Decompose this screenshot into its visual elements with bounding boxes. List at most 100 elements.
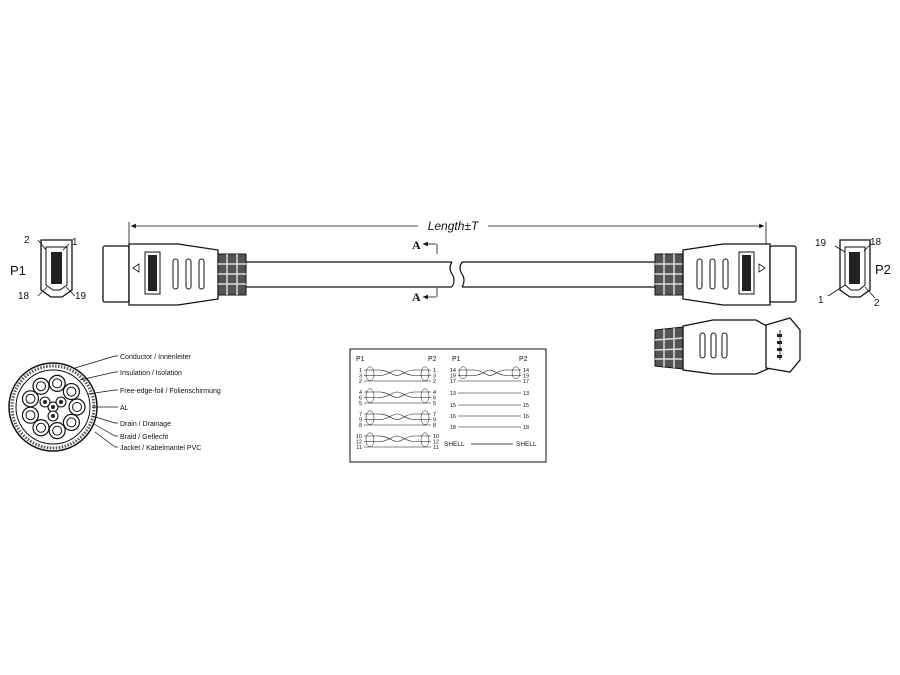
- p1-connector-face: P1 2 1 18 19: [10, 235, 87, 302]
- twisted-wire: [364, 435, 431, 442]
- core-conductor: [36, 422, 46, 433]
- wiring-pin-p1: 13: [450, 391, 456, 397]
- wiring-pin-p1: 18: [450, 425, 456, 431]
- p2-label: P2: [875, 262, 891, 277]
- core-conductor: [72, 402, 82, 412]
- wiring-pin-p1: 1: [359, 368, 362, 374]
- length-label: Length±T: [428, 219, 480, 233]
- twisted-wire: [364, 413, 431, 420]
- p2-connector-face: P2 19 18 1 2: [815, 237, 891, 309]
- wiring-pin-p1: 4: [359, 390, 362, 396]
- callout-leader: [94, 431, 118, 448]
- shield-ring: [420, 410, 430, 425]
- callout-leader: [91, 415, 118, 424]
- cable-cross-section: [8, 362, 98, 452]
- shield-ring: [420, 432, 430, 447]
- wiring-header-p2: P2: [519, 356, 528, 363]
- hdmi-plug-right: [654, 243, 797, 306]
- twisted-wire: [364, 369, 431, 376]
- section-mark-label: A: [412, 238, 421, 252]
- shield-ring: [365, 432, 375, 447]
- callout-leader: [87, 389, 118, 395]
- wiring-pin-p2: 2: [433, 379, 436, 385]
- callout-label: Conductor / Innenleiter: [120, 354, 191, 361]
- p1-label: P1: [10, 263, 26, 278]
- core-conductor: [52, 425, 63, 436]
- shield-ring: [420, 366, 430, 381]
- section-mark-bottom: A: [412, 288, 438, 304]
- callout-label: Jacket / Kabelmantel PVC: [120, 445, 201, 452]
- core-conductor: [36, 381, 46, 392]
- callout-label: Braid / Geflecht: [120, 434, 168, 441]
- p1-pin-label: 19: [75, 291, 87, 302]
- wiring-header-p1: P1: [356, 356, 365, 363]
- core-conductor: [25, 410, 36, 421]
- wiring-pin-p2: 4: [433, 390, 436, 396]
- length-dimension: Length±T: [128, 219, 767, 250]
- wiring-pin-p2: 6: [433, 396, 436, 402]
- core-conductor: [66, 386, 77, 397]
- hdmi-plug-left: [102, 243, 247, 306]
- wiring-pin-p1: 5: [359, 401, 362, 407]
- callout-label: Drain / Drainage: [120, 421, 171, 428]
- wiring-pin-p1: 2: [359, 379, 362, 385]
- inner-conductor: [43, 400, 47, 404]
- shield-ring: [458, 366, 468, 379]
- twisted-wire: [364, 435, 431, 442]
- section-mark-label: A: [412, 290, 421, 304]
- shield-ring: [511, 366, 521, 379]
- wiring-pin-p2: 15: [523, 403, 529, 409]
- wiring-pin-p2: 1: [433, 368, 436, 374]
- twisted-wire: [364, 369, 431, 376]
- shield-ring: [365, 388, 375, 403]
- shell-label-p1: SHELL: [444, 441, 465, 448]
- wiring-pin-p1: 12: [356, 440, 362, 446]
- hdmi-plug-angled: [654, 317, 801, 375]
- twisted-wire: [458, 369, 521, 376]
- callout-leader: [79, 371, 118, 381]
- callout-label: Insulation / Isolation: [120, 370, 182, 377]
- wiring-pin-p1: 15: [450, 403, 456, 409]
- wiring-header-p2: P2: [428, 356, 437, 363]
- p1-pin-label: 18: [18, 291, 30, 302]
- p1-pin-label: 1: [72, 237, 78, 248]
- wiring-pin-p2: 13: [523, 391, 529, 397]
- wiring-pin-p2: 16: [523, 414, 529, 420]
- wiring-pin-p1: 9: [359, 418, 362, 424]
- shield-ring: [365, 410, 375, 425]
- wiring-pin-p1: 19: [450, 374, 456, 380]
- callout-label: Free-edge-foil / Folienschirmung: [120, 388, 221, 395]
- inner-conductor: [51, 414, 55, 418]
- cable: [246, 261, 655, 288]
- wiring-pin-p2: 17: [523, 379, 529, 385]
- callout-label: AL: [120, 405, 129, 412]
- wiring-pin-p2: 14: [523, 368, 529, 374]
- wiring-pin-p1: 6: [359, 396, 362, 402]
- wiring-pin-p1: 10: [356, 434, 362, 440]
- twisted-wire: [364, 413, 431, 420]
- wiring-pin-p2: 7: [433, 412, 436, 418]
- section-mark-top: A: [412, 238, 438, 254]
- p2-pin-label: 2: [874, 298, 880, 309]
- twisted-wire: [364, 391, 431, 398]
- wiring-pin-p1: 16: [450, 414, 456, 420]
- wiring-pin-p2: 12: [433, 440, 439, 446]
- p2-pin-label: 1: [818, 295, 824, 306]
- twisted-wire: [458, 369, 521, 376]
- shield-ring: [365, 366, 375, 381]
- shell-label-p2: SHELL: [516, 441, 537, 448]
- twisted-wire: [364, 391, 431, 398]
- wiring-pin-p2: 3: [433, 374, 436, 380]
- wiring-pin-p1: 7: [359, 412, 362, 418]
- inner-conductor: [59, 400, 63, 404]
- wiring-pin-p1: 17: [450, 379, 456, 385]
- core-conductor: [66, 417, 77, 428]
- p2-pin-label: 18: [870, 237, 882, 248]
- p2-pin-label: 19: [815, 238, 827, 249]
- wiring-pin-p2: 10: [433, 434, 439, 440]
- core-conductor: [52, 378, 63, 389]
- core-conductor: [25, 393, 36, 404]
- inner-conductor: [51, 405, 55, 409]
